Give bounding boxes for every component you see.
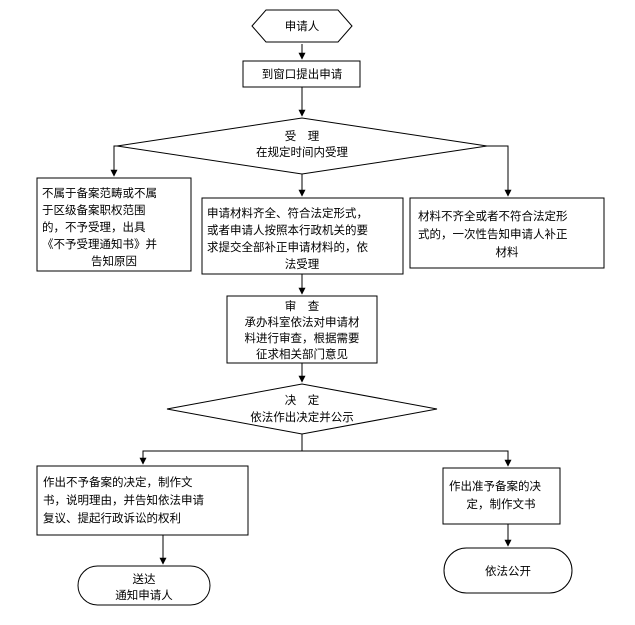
accepted-line-3: 求提交全部补正申请材料的，依 <box>207 240 368 254</box>
not-accepted-node: 不属于备案范畴或不属 于区级备案职权范围 的，不予受理，出具 《不予受理通知书》… <box>36 177 192 272</box>
submit-label: 到窗口提出申请 <box>262 67 343 81</box>
not-accepted-line-4: 《不予受理通知书》并 <box>42 237 157 251</box>
approve-box <box>442 467 561 525</box>
incomplete-line-3: 材料 <box>496 245 519 259</box>
accept-diamond <box>116 117 488 175</box>
not-accepted-line-1: 不属于备案范畴或不属 <box>42 186 157 200</box>
not-accepted-line-3: 的，不予受理，出具 <box>42 220 146 234</box>
submit-node: 到窗口提出申请 <box>242 60 361 88</box>
arrow-decision-to-reject <box>139 434 303 465</box>
submit-box <box>242 60 361 88</box>
publish-label: 依法公开 <box>485 564 531 578</box>
notify-line-1: 送达 <box>133 572 156 586</box>
review-node: 审 查 承办科室依法对申请材 料进行审查，根据需要 征求相关部门意见 <box>226 295 378 364</box>
not-accepted-box <box>36 177 192 272</box>
accept-node: 受 理 在规定时间内受理 <box>116 117 488 175</box>
notify-node: 送达 通知申请人 <box>77 565 211 606</box>
accepted-box <box>201 197 404 275</box>
reject-line-2: 书，说明理由，并告知依法申请 <box>43 493 204 507</box>
reject-box <box>36 465 249 536</box>
reject-line-3: 复议、提起行政诉讼的权利 <box>43 511 181 525</box>
accepted-line-2: 或者申请人按照本行政机关的要 <box>207 223 368 237</box>
incomplete-node: 材料不齐全或者不符合法定形 式的，一次性告知申请人补正 材料 <box>409 197 605 269</box>
review-title: 审 查 <box>285 299 320 313</box>
incomplete-box <box>409 197 605 269</box>
decision-title: 决 定 <box>285 393 320 407</box>
publish-node: 依法公开 <box>443 547 573 594</box>
notify-terminal <box>77 565 211 606</box>
review-line-1: 承办科室依法对申请材 <box>245 315 360 329</box>
approve-node: 作出准予备案的决 定，制作文书 <box>442 467 561 525</box>
not-accepted-line-2: 于区级备案职权范围 <box>42 203 146 217</box>
start-hexagon <box>251 9 353 43</box>
notify-line-2: 通知申请人 <box>115 588 173 602</box>
decision-subtitle: 依法作出决定并公示 <box>250 410 354 424</box>
accepted-node: 申请材料齐全、符合法定形式， 或者申请人按照本行政机关的要 求提交全部补正申请材… <box>201 197 404 275</box>
not-accepted-line-5: 告知原因 <box>91 254 137 268</box>
accepted-line-4: 法受理 <box>285 257 320 271</box>
review-line-3: 征求相关部门意见 <box>256 347 348 361</box>
decision-diamond <box>166 383 438 435</box>
reject-node: 作出不予备案的决定，制作文 书，说明理由，并告知依法申请 复议、提起行政诉讼的权… <box>36 465 249 536</box>
arrow-decision-to-approve <box>302 450 512 467</box>
start-node: 申请人 <box>251 9 353 43</box>
accepted-line-1: 申请材料齐全、符合法定形式， <box>207 206 368 220</box>
incomplete-line-1: 材料不齐全或者不符合法定形 <box>418 209 568 223</box>
publish-terminal <box>443 547 573 594</box>
decision-node: 决 定 依法作出决定并公示 <box>166 383 438 435</box>
approve-line-1: 作出准予备案的决 <box>449 479 541 493</box>
incomplete-line-2: 式的，一次性告知申请人补正 <box>418 227 568 241</box>
review-line-2: 料进行审查，根据需要 <box>245 331 360 345</box>
approve-line-2: 定，制作文书 <box>467 497 536 511</box>
accept-title: 受 理 <box>285 129 320 143</box>
start-label: 申请人 <box>285 19 320 33</box>
review-box <box>226 295 378 364</box>
accept-subtitle: 在规定时间内受理 <box>256 145 348 159</box>
reject-line-1: 作出不予备案的决定，制作文 <box>43 475 193 489</box>
